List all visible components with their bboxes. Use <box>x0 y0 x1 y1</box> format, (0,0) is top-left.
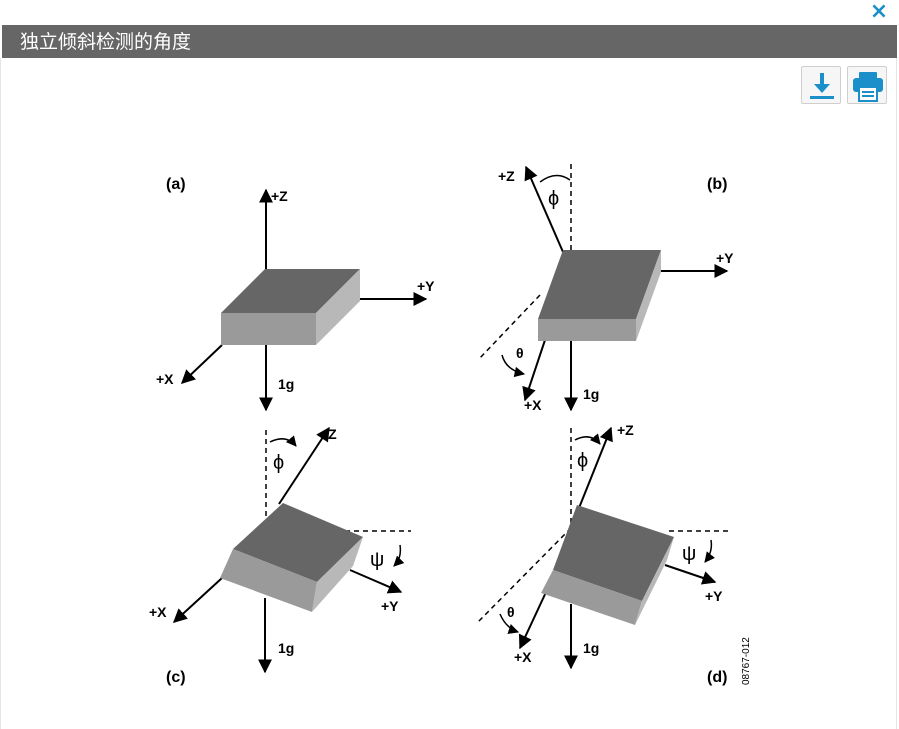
panel-a-x-label: +X <box>156 371 174 387</box>
angle-arc <box>574 433 601 445</box>
panel-a-label: (a) <box>166 176 186 193</box>
panel-a-z-label: +Z <box>271 188 288 204</box>
panel-d-z-label: +Z <box>617 422 634 438</box>
box-face <box>221 269 360 313</box>
panel-d-label: (d) <box>707 669 727 686</box>
panel-a-g-label: 1g <box>278 376 294 392</box>
panel-c: (c) +Z ϕ ψ +Y +X 1g <box>149 426 411 686</box>
dialog-title: 独立倾斜检测的角度 <box>20 31 192 53</box>
dialog-content <box>0 58 897 729</box>
panel-b-z-label: +Z <box>498 168 515 184</box>
axis-line <box>477 294 541 361</box>
axis-line <box>522 339 546 402</box>
box-face <box>541 570 642 625</box>
angle-arc <box>704 539 716 563</box>
panel-d-phi-symbol: ϕ <box>577 450 588 472</box>
angle-arc <box>393 544 405 567</box>
panel-c-y-label: +Y <box>381 598 399 614</box>
panel-b-theta-symbol: θ <box>516 345 524 361</box>
angle-arc <box>269 435 297 447</box>
box-face <box>221 313 316 345</box>
panel-c-phi-symbol: ϕ <box>273 452 284 474</box>
panel-b-x-label: +X <box>524 397 542 413</box>
box-face <box>538 319 636 341</box>
angle-arc <box>501 354 526 378</box>
panel-d-y-label: +Y <box>705 588 723 604</box>
print-button[interactable] <box>847 66 887 104</box>
panel-a: (a) +Z +Y +X 1g <box>156 176 435 412</box>
download-button[interactable] <box>801 66 841 104</box>
angle-arc <box>539 174 571 183</box>
panel-d-x-label: +X <box>514 649 532 665</box>
box-face <box>538 250 661 319</box>
box-face <box>220 549 317 612</box>
axis-line <box>349 569 403 594</box>
axis-line <box>172 577 223 623</box>
axis-line <box>477 527 572 623</box>
box-face <box>553 505 674 601</box>
box-face <box>635 537 674 625</box>
panel-b-g-label: 1g <box>583 386 599 402</box>
panel-c-g-label: 1g <box>278 640 294 656</box>
box-face <box>316 269 360 345</box>
panel-a-y-label: +Y <box>417 278 435 294</box>
angle-arc <box>499 613 519 634</box>
panel-c-z-label: +Z <box>320 426 337 442</box>
axis-line <box>524 165 564 253</box>
dialog-titlebar: 独立倾斜检测的角度 <box>2 25 897 58</box>
panel-d: (d) +Z ϕ ψ +Y θ +X 1g <box>477 422 729 686</box>
axis-line <box>518 589 548 650</box>
axis-line <box>278 426 330 505</box>
download-icon <box>810 73 834 99</box>
window-topbar: × <box>0 0 899 25</box>
box-face <box>636 250 661 341</box>
axis-line <box>180 344 223 384</box>
panel-d-theta-symbol: θ <box>507 604 515 620</box>
panel-d-psi-symbol: ψ <box>682 543 696 565</box>
panel-b-label: (b) <box>707 176 727 193</box>
axis-line <box>664 564 717 585</box>
box-face <box>312 537 363 612</box>
panel-c-x-label: +X <box>149 604 167 620</box>
close-button[interactable]: × <box>869 0 889 24</box>
panel-b: (b) +Z ϕ +Y θ +X 1g <box>477 164 734 413</box>
panel-b-phi-symbol: ϕ <box>548 188 559 210</box>
panel-c-psi-symbol: ψ <box>370 549 384 571</box>
panel-c-label: (c) <box>166 669 186 686</box>
printer-icon <box>853 72 883 102</box>
panel-b-y-label: +Y <box>716 250 734 266</box>
figure-id: 08767-012 <box>741 637 752 685</box>
panel-d-g-label: 1g <box>583 640 599 656</box>
box-face <box>233 503 363 582</box>
